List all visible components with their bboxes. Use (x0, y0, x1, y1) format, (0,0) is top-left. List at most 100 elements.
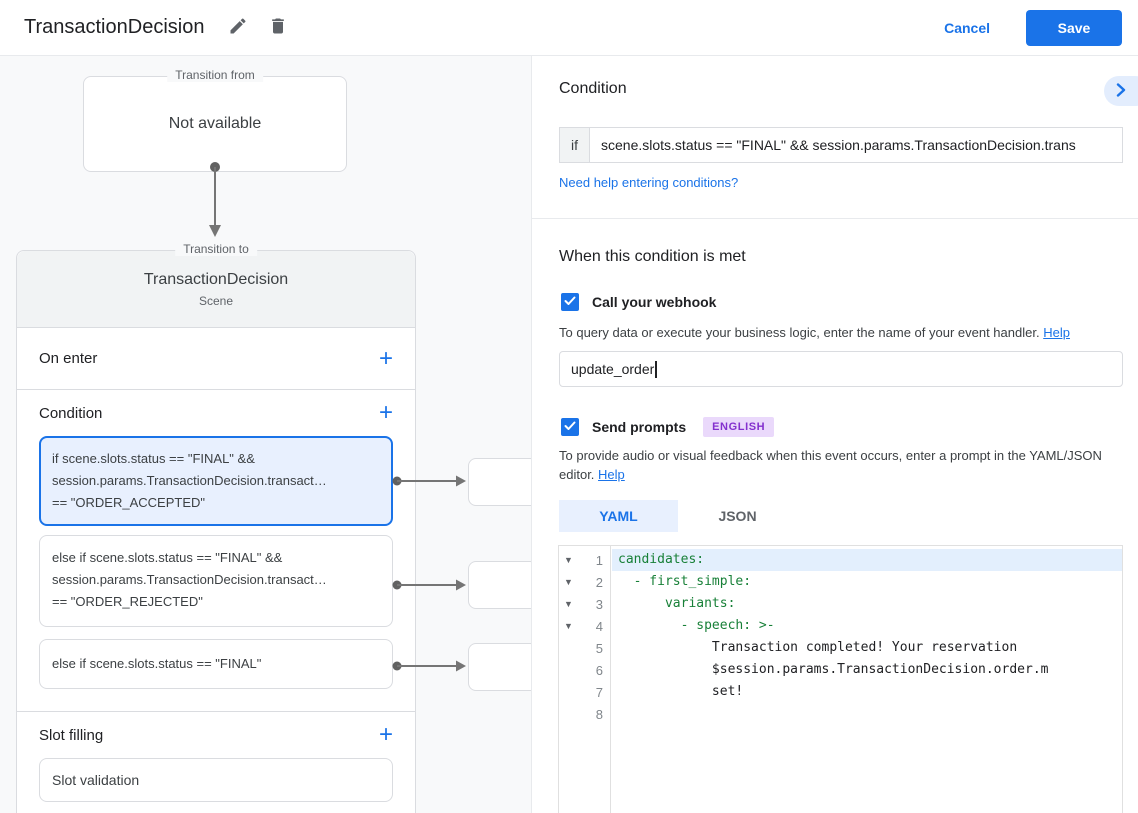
code-line: ▼ 2 - first_simple: (559, 571, 1122, 593)
tab-yaml[interactable]: YAML (559, 500, 678, 532)
condition-expression-input[interactable]: scene.slots.status == "FINAL" && session… (590, 127, 1123, 163)
if-prefix-label: if (559, 127, 590, 163)
edit-title-button[interactable] (218, 8, 258, 48)
code-text[interactable]: variants: (618, 596, 736, 611)
condition-section: Condition + if scene.slots.status == "FI… (17, 390, 415, 712)
code-text[interactable]: - first_simple: (618, 574, 752, 589)
condition-line: else if scene.slots.status == "FINAL" (52, 656, 262, 671)
line-number: 4 (595, 618, 603, 634)
text-caret (655, 360, 657, 378)
when-condition-met-title: When this condition is met (559, 248, 746, 265)
code-text[interactable]: $session.params.TransactionDecision.orde… (618, 662, 1049, 677)
fold-toggle-icon[interactable]: ▼ (564, 599, 573, 609)
scene-card-header: TransactionDecision Scene (17, 251, 415, 328)
condition-line: session.params.TransactionDecision.trans… (52, 572, 327, 587)
save-button[interactable]: Save (1026, 9, 1122, 46)
prompts-description-text: To provide audio or visual feedback when… (559, 448, 1102, 482)
call-webhook-checkbox[interactable] (561, 293, 579, 311)
condition-item-accepted[interactable]: if scene.slots.status == "FINAL" && sess… (39, 436, 393, 526)
code-line: 6 $session.params.TransactionDecision.or… (559, 659, 1122, 681)
code-text[interactable]: candidates: (612, 549, 1122, 571)
condition-line: else if scene.slots.status == "FINAL" && (52, 550, 283, 565)
delete-scene-button[interactable] (258, 8, 298, 48)
webhook-help-link[interactable]: Help (1043, 325, 1070, 340)
transition-from-node: Transition from Not available (83, 68, 347, 172)
scene-title: TransactionDecision (143, 270, 289, 288)
gutter-cell: ▼ 1 (559, 553, 612, 568)
gutter-cell: 5 (559, 641, 612, 656)
code-line: ▼ 1 candidates: (559, 549, 1122, 571)
checkmark-icon (564, 293, 576, 311)
fold-toggle-icon[interactable]: ▼ (564, 555, 573, 565)
cancel-button[interactable]: Cancel (944, 19, 990, 36)
transition-target-node[interactable] (468, 458, 531, 506)
condition-editor-panel: Condition if scene.slots.status == "FINA… (531, 56, 1138, 813)
page-title: TransactionDecision (24, 16, 205, 38)
transition-to-card: Transition to TransactionDecision Scene … (16, 242, 416, 813)
add-condition-button[interactable]: + (378, 399, 393, 426)
code-line: 7 set! (559, 681, 1122, 703)
scene-subtitle: Scene (198, 293, 234, 308)
transition-target-node[interactable] (468, 561, 531, 609)
slot-validation-item[interactable]: Slot validation (39, 758, 393, 802)
code-text[interactable]: - speech: >- (618, 618, 775, 633)
condition-section-label: Condition (39, 404, 103, 422)
call-webhook-label: Call your webhook (592, 294, 717, 310)
code-line: 8 (559, 703, 1122, 725)
prompts-help-link[interactable]: Help (598, 467, 625, 482)
slot-filling-label-row: Slot filling + (17, 712, 415, 758)
yaml-code-editor[interactable]: ▼ 1 candidates: ▼ 2 - first_simple: ▼ 3 … (558, 545, 1123, 813)
on-enter-row: On enter + (17, 328, 415, 390)
code-line: ▼ 3 variants: (559, 593, 1122, 615)
slot-filling-section: Slot filling + Slot validation (17, 712, 415, 813)
code-line: 5 Transaction completed! Your reservatio… (559, 637, 1122, 659)
trash-icon (268, 16, 288, 39)
editor-format-tabs: YAML JSON (559, 500, 797, 532)
on-enter-label: On enter (39, 350, 98, 367)
condition-help-link[interactable]: Need help entering conditions? (559, 175, 739, 190)
collapse-panel-button[interactable] (1104, 76, 1138, 106)
condition-line: == "ORDER_REJECTED" (52, 594, 203, 609)
gutter-cell: 7 (559, 685, 612, 700)
transition-arrow (209, 162, 221, 237)
call-webhook-row: Call your webhook (561, 293, 716, 311)
pencil-icon (228, 16, 248, 39)
fold-toggle-icon[interactable]: ▼ (564, 577, 573, 587)
line-number: 8 (595, 706, 603, 722)
tab-json[interactable]: JSON (678, 500, 797, 532)
panel-divider (532, 218, 1138, 219)
condition-item-final[interactable]: else if scene.slots.status == "FINAL" (39, 639, 393, 689)
line-number: 6 (595, 662, 603, 678)
condition-label-row: Condition + (17, 390, 415, 436)
webhook-description: To query data or execute your business l… (559, 323, 1123, 342)
gutter-cell: ▼ 2 (559, 575, 612, 590)
webhook-name-input[interactable]: update_order (559, 351, 1123, 387)
add-on-enter-button[interactable]: + (378, 344, 393, 372)
line-number: 7 (595, 684, 603, 700)
line-number: 2 (595, 574, 603, 590)
transition-target-node[interactable] (468, 643, 531, 691)
condition-expression-row: if scene.slots.status == "FINAL" && sess… (559, 127, 1123, 163)
editor-rows: ▼ 1 candidates: ▼ 2 - first_simple: ▼ 3 … (559, 546, 1122, 725)
slot-filling-label: Slot filling (39, 726, 104, 744)
condition-item-rejected[interactable]: else if scene.slots.status == "FINAL" &&… (39, 535, 393, 627)
transition-to-legend: Transition to (175, 242, 257, 256)
add-slot-button[interactable]: + (378, 721, 393, 748)
send-prompts-checkbox[interactable] (561, 418, 579, 436)
line-number: 1 (595, 552, 603, 568)
gutter-cell: 8 (559, 707, 612, 722)
fold-toggle-icon[interactable]: ▼ (564, 621, 573, 631)
code-text[interactable]: Transaction completed! Your reservation (618, 640, 1018, 655)
webhook-description-text: To query data or execute your business l… (559, 325, 1040, 340)
send-prompts-label: Send prompts (592, 419, 687, 435)
gutter-cell: ▼ 3 (559, 597, 612, 612)
top-bar: TransactionDecision Cancel Save (0, 0, 1138, 56)
prompts-description: To provide audio or visual feedback when… (559, 446, 1111, 484)
gutter-cell: 6 (559, 663, 612, 678)
editor-gutter (559, 546, 611, 813)
checkmark-icon (564, 418, 576, 436)
code-text[interactable]: set! (618, 684, 744, 699)
condition-line: session.params.TransactionDecision.trans… (52, 473, 327, 488)
webhook-name-value: update_order (571, 361, 655, 377)
flow-diagram-canvas: Transition from Not available Transition… (0, 56, 531, 813)
